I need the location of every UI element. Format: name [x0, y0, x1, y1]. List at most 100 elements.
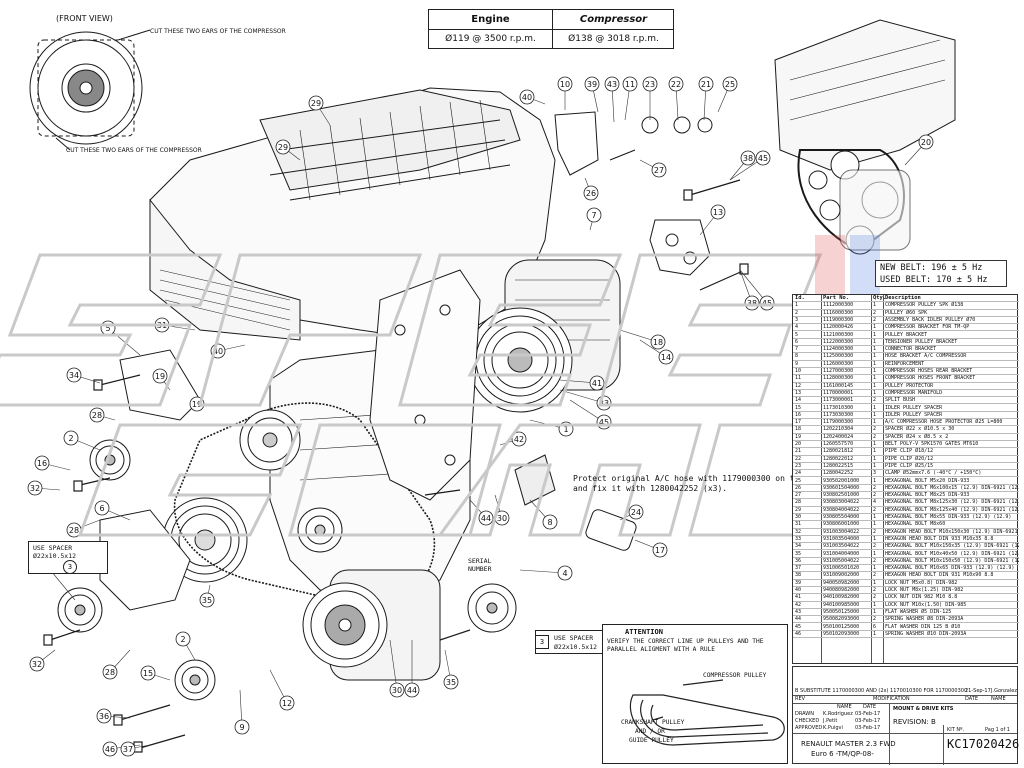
front-view-title: (FRONT VIEW)	[56, 14, 113, 23]
revision-by: J.Gonzalez	[991, 688, 1017, 694]
parts-cell: 1280042252	[823, 470, 854, 477]
spacer-right-num: 3	[535, 635, 549, 649]
parts-cell: 1	[873, 346, 877, 353]
parts-cell: 30	[795, 514, 802, 520]
parts-cell: 19	[795, 433, 802, 440]
callout-bubble: 40	[519, 89, 535, 105]
callout-bubble: 26	[583, 185, 599, 201]
compressor-bracket	[369, 269, 481, 501]
parts-cell: 42	[795, 601, 802, 608]
parts-cell: 931003004022	[823, 528, 860, 535]
parts-cell: SPRING WASHER Ø8 DIN-2093A	[885, 616, 964, 623]
parts-cell: 2	[873, 594, 877, 601]
parts-cell: 3	[873, 470, 877, 477]
parts-cell: 38	[795, 572, 802, 579]
spacer-left-line1: USE SPACER	[33, 544, 73, 552]
parts-cell: 1202400024	[823, 433, 854, 440]
callout-number: 23	[645, 80, 655, 89]
parts-cell: 1121000300	[823, 331, 854, 338]
parts-cell: LOCK NUT M5x0.8) DIN-982	[885, 579, 958, 586]
callout-bubble: 10	[557, 76, 573, 92]
parts-cell: 18	[795, 426, 802, 433]
callout-number: 46	[105, 745, 115, 754]
callout-number: 22	[671, 80, 681, 89]
parts-cell: BELT POLY-V 5PK1570 GATES MT610	[885, 441, 979, 447]
tb-name-col: NAME	[837, 704, 852, 710]
parts-cell: 1179000300	[823, 419, 854, 426]
parts-cell: 931005004022	[823, 557, 860, 564]
parts-cell: 1	[873, 302, 877, 309]
parts-cell: 1112000300	[823, 302, 854, 309]
parts-cell: 930806001000	[823, 521, 860, 528]
parts-cell: PIPE CLIP Ø25/15	[885, 462, 934, 469]
callout-bubble: 38	[740, 150, 756, 166]
parts-cell: 950102093000	[823, 630, 860, 637]
callout-number: 28	[69, 526, 79, 535]
spacer-left-line2: Ø22x10.5x12	[33, 552, 77, 560]
callout-number: 27	[654, 166, 664, 175]
callout-bubble: 23	[642, 76, 658, 92]
parts-cell: HEXAGONAL BOLT M6x100x15 (12.9) DIN-6921…	[885, 484, 1019, 491]
callout-bubble: 2	[175, 631, 191, 647]
parts-cell: 1127000300	[823, 368, 854, 374]
callout-bubble: 44	[404, 682, 420, 698]
parts-cell: 25	[795, 477, 802, 484]
callout-number: 45	[599, 418, 609, 427]
callout-bubble: 31	[154, 317, 170, 333]
callout-number: 2	[68, 434, 73, 443]
parts-cell: 29	[795, 506, 802, 513]
parts-cell: 1	[873, 324, 877, 331]
hose-bracket-rear	[554, 111, 599, 176]
parts-cell: SPLIT BUSH	[885, 397, 916, 404]
parts-cell: 1124000300	[823, 346, 854, 353]
parts-cell: 1	[873, 550, 877, 557]
callout-number: 45	[758, 154, 768, 163]
parts-cell: 1173000001	[823, 397, 854, 404]
parts-cell: 930805504000	[823, 514, 860, 520]
parts-cell: 1	[873, 608, 877, 615]
parts-cell: TENSIONER PULLEY BRACKET	[885, 338, 958, 345]
attention-line1: VERIFY THE CORRECT LINE UP PULLEYS AND T…	[607, 638, 764, 645]
parts-cell: 1	[795, 302, 799, 309]
parts-cell: 1	[873, 382, 877, 389]
drawn-label: DRAWN	[795, 711, 814, 717]
parts-cell: 1	[873, 353, 877, 360]
callout-bubble: 14	[658, 349, 674, 365]
parts-cell: 34	[795, 543, 802, 550]
callout-number: 2	[180, 635, 185, 644]
used-belt-value: USED BELT: 170 ± 5 Hz	[880, 275, 988, 285]
parts-cell: 1125000300	[823, 353, 854, 360]
parts-cell: 2	[873, 572, 877, 579]
parts-cell: 7	[795, 346, 799, 353]
parts-cell: HEXAGONAL BOLT M8x25 DIN-933	[885, 492, 970, 499]
parts-cell: 950050125000	[823, 608, 860, 615]
callout-number: 31	[157, 321, 167, 330]
parts-cell: 41	[795, 594, 802, 601]
callout-bubble: 32	[29, 656, 45, 672]
callout-bubble: 17	[652, 542, 668, 558]
parts-cell: HOSE BRACKET A/C COMPRESSOR	[885, 353, 967, 360]
parts-cell: 2	[873, 397, 877, 404]
revision-date: 21-Sep-17	[965, 688, 991, 694]
page-number: Pag 1 of 1	[985, 727, 1010, 733]
parts-cell: COMPRESSOR HOSES REAR BRACKET	[885, 368, 973, 374]
parts-cell: 6	[873, 623, 877, 630]
parts-cell: 31	[795, 521, 802, 528]
callout-bubble: 30	[389, 682, 405, 698]
parts-cell: 940100985000	[823, 601, 860, 608]
